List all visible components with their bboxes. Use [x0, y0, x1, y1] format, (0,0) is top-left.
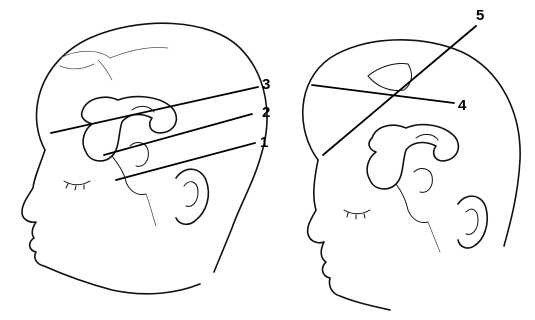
section-labels: 3 2 1 4 5 [260, 7, 484, 151]
pointer-line-1 [116, 143, 255, 180]
right-brainstem [428, 222, 440, 252]
label-1: 1 [260, 134, 268, 151]
left-ear-inner [184, 182, 198, 207]
left-brainstem [146, 194, 156, 226]
label-2: 2 [262, 104, 270, 121]
right-third-ventricle [414, 169, 432, 193]
right-ventricle-horn [396, 134, 438, 222]
left-ear [176, 169, 208, 224]
label-5: 5 [476, 7, 484, 24]
right-ear-inner [466, 209, 478, 234]
left-infant-head [22, 23, 267, 294]
pointer-lines [51, 26, 476, 180]
left-head-outline [37, 23, 267, 272]
left-face-profile [22, 150, 200, 294]
left-ventricle [82, 97, 177, 161]
right-ear [458, 196, 487, 248]
label-3: 3 [262, 76, 270, 93]
left-fontanelle [60, 47, 168, 80]
label-4: 4 [458, 97, 467, 114]
right-face-profile [308, 160, 390, 310]
right-ventricle [367, 125, 458, 189]
